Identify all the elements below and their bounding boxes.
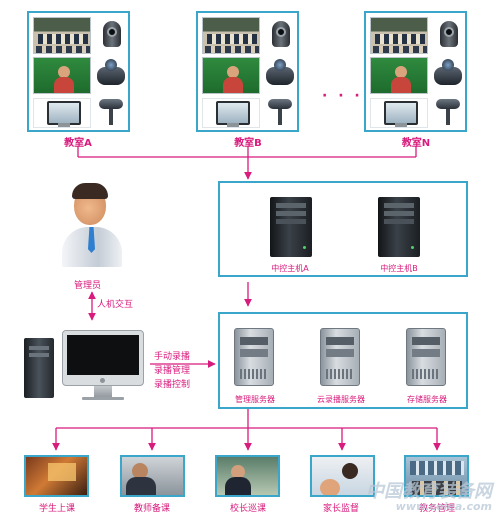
watermark-text: 中国教育装备网 <box>366 481 492 502</box>
boom-mic-icon <box>264 95 296 131</box>
teacher-prep-photo <box>120 455 185 497</box>
principal-inspection-label: 校长巡课 <box>229 504 266 514</box>
monitor-photo <box>202 98 260 128</box>
dome-camera-icon <box>264 17 296 53</box>
monitor-photo <box>370 98 428 128</box>
parent-supervision-photo <box>310 455 375 497</box>
manual-recording-label: 手动录播 <box>154 352 191 362</box>
ptz-camera-icon <box>432 57 464 93</box>
ptz-camera-icon <box>95 57 127 93</box>
classroom-a-label: 教室A <box>64 138 92 149</box>
classroom-b-label: 教室B <box>234 138 262 149</box>
boom-mic-icon <box>95 95 127 131</box>
student-photo <box>370 17 428 54</box>
recording-control-label: 录播控制 <box>154 380 191 390</box>
student-class-label: 学生上课 <box>38 504 75 514</box>
classroom-n-label: 教室N <box>401 138 431 149</box>
teacher-photo <box>33 57 91 94</box>
cloud-recording-server-icon <box>320 328 360 386</box>
human-machine-interaction-label: 人机交互 <box>97 300 134 310</box>
storage-server-label: 存储服务器 <box>407 395 447 404</box>
dome-camera-icon <box>432 17 464 53</box>
teacher-photo <box>202 57 260 94</box>
boom-mic-icon <box>432 95 464 131</box>
ptz-camera-icon <box>264 57 296 93</box>
admin-label: 管理员 <box>74 281 102 291</box>
storage-server-icon <box>406 328 446 386</box>
tower-server-icon <box>270 197 312 257</box>
teacher-prep-label: 教师备课 <box>133 504 170 514</box>
student-photo <box>202 17 260 54</box>
dome-camera-icon <box>95 17 127 53</box>
server-panel: 管理服务器 云录播服务器 存储服务器 <box>218 312 468 409</box>
management-server-label: 管理服务器 <box>235 395 275 404</box>
academic-affairs-photo <box>404 455 469 497</box>
ellipsis: · · · <box>322 88 363 104</box>
watermark-url: www.ceiea.com <box>395 500 492 513</box>
teacher-photo <box>370 57 428 94</box>
cloud-recording-server-label: 云录播服务器 <box>317 395 365 404</box>
recording-management-label: 录播管理 <box>154 366 191 376</box>
management-server-icon <box>234 328 274 386</box>
classroom-b-card <box>196 11 299 132</box>
parent-supervision-label: 家长监督 <box>322 504 359 514</box>
host-b-label: 中控主机B <box>380 264 418 273</box>
control-host-panel: 中控主机A 中控主机B <box>218 181 468 277</box>
tower-server-icon <box>378 197 420 257</box>
student-class-photo <box>24 455 89 497</box>
classroom-n-card <box>364 11 467 132</box>
host-a-label: 中控主机A <box>271 264 309 273</box>
academic-affairs-label: 教务管理 <box>418 504 455 514</box>
desktop-pc-icon <box>22 330 147 405</box>
watermark: 中国教育装备网 www.ceiea.com <box>352 477 492 513</box>
student-photo <box>33 17 91 54</box>
principal-inspection-photo <box>215 455 280 497</box>
monitor-photo <box>33 98 91 128</box>
classroom-a-card <box>27 11 130 132</box>
administrator-icon <box>60 183 124 268</box>
